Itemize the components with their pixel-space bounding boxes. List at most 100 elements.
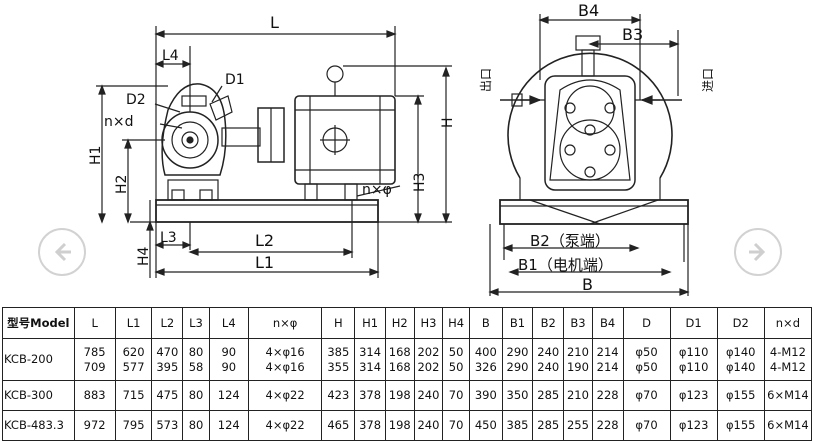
value-cell: 378 [354, 410, 386, 441]
label-b: B [582, 275, 593, 294]
value-cell: 70 [442, 410, 470, 441]
value-cell: φ155 [716, 410, 765, 441]
value-cell: 350 [501, 380, 534, 411]
value-cell: 715 [114, 380, 153, 411]
value-cell: 385 [501, 410, 534, 441]
next-button[interactable] [734, 228, 782, 276]
value-cell: 285 [532, 410, 565, 441]
header-cell: H3 [413, 307, 444, 339]
value-cell: 390 [468, 380, 503, 411]
header-cell: B4 [591, 307, 624, 339]
value-cell: φ70 [622, 380, 671, 411]
value-cell: 70 [442, 380, 470, 411]
value-cell: 6×M14 [763, 410, 813, 441]
header-cell: L1 [114, 307, 153, 339]
header-cell: D2 [716, 307, 765, 339]
model-cell: KCB-483.3 [2, 410, 75, 441]
header-cell: L [73, 307, 116, 339]
value-cell: 124 [208, 410, 249, 441]
value-cell: 80 [182, 380, 210, 411]
label-h2: H2 [114, 175, 130, 194]
label-l3: L3 [160, 230, 177, 246]
value-cell: 255 [563, 410, 593, 441]
value-cell: 80 [182, 410, 210, 441]
label-inlet: 进口 [701, 68, 715, 92]
header-cell: H2 [384, 307, 415, 339]
value-cell: 228 [591, 410, 624, 441]
value-cell: 210 [563, 380, 593, 411]
header-cell: B1 [501, 307, 534, 339]
value-cell: 465 [321, 410, 356, 441]
value-cell: 198 [384, 380, 415, 411]
value-cell: 450 [468, 410, 503, 441]
label-h: H [440, 117, 456, 128]
value-cell: 883 [73, 380, 116, 411]
prev-button[interactable] [38, 228, 86, 276]
header-cell: L3 [182, 307, 210, 339]
label-l1: L1 [255, 253, 274, 272]
header-cell: 型号Model [2, 307, 75, 339]
value-cell: 972 [73, 410, 116, 441]
label-nd: n×d [104, 114, 134, 130]
header-cell: D [622, 307, 671, 339]
header-cell: D1 [669, 307, 718, 339]
value-cell: 573 [151, 410, 184, 441]
label-l4: L4 [162, 48, 179, 64]
arrow-left-icon [54, 242, 71, 262]
value-cell: 378 [354, 380, 386, 411]
label-h1: H1 [88, 146, 104, 165]
label-b3: B3 [622, 25, 643, 44]
label-h3: H3 [412, 173, 428, 192]
value-cell: 475 [151, 380, 184, 411]
side-view: L L4 D1 D2 n×d H1 H2 H4 [88, 13, 456, 278]
value-cell: 795 [114, 410, 153, 441]
label-b4: B4 [578, 1, 599, 20]
label-l2: L2 [255, 231, 274, 250]
label-nphi: n×φ [362, 182, 392, 198]
label-h4: H4 [136, 246, 152, 266]
header-cell: H4 [442, 307, 470, 339]
value-cell: φ70 [622, 410, 671, 441]
header-cell: n×φ [247, 307, 323, 339]
value-cell: 240 [413, 380, 444, 411]
header-cell: B2 [532, 307, 565, 339]
pump-drawing: L L4 D1 D2 n×d H1 H2 H4 [88, 1, 715, 296]
header-cell: H1 [354, 307, 386, 339]
value-cell: φ123 [669, 380, 718, 411]
value-cell: 285 [532, 380, 565, 411]
value-cell: φ155 [716, 380, 765, 411]
value-cell: φ123 [669, 410, 718, 441]
arrow-right-icon [749, 242, 766, 262]
value-cell: 6×M14 [763, 380, 813, 411]
header-cell: B [468, 307, 503, 339]
value-cell: 423 [321, 380, 356, 411]
value-cell: 4×φ22 [247, 380, 323, 411]
model-cell: KCB-200 [2, 338, 75, 381]
label-d2: D2 [126, 92, 146, 108]
end-view: 出口 进口 B4 B3 B2（泵端） B1（电机端） [479, 1, 715, 296]
model-cell: KCB-300 [2, 380, 75, 411]
